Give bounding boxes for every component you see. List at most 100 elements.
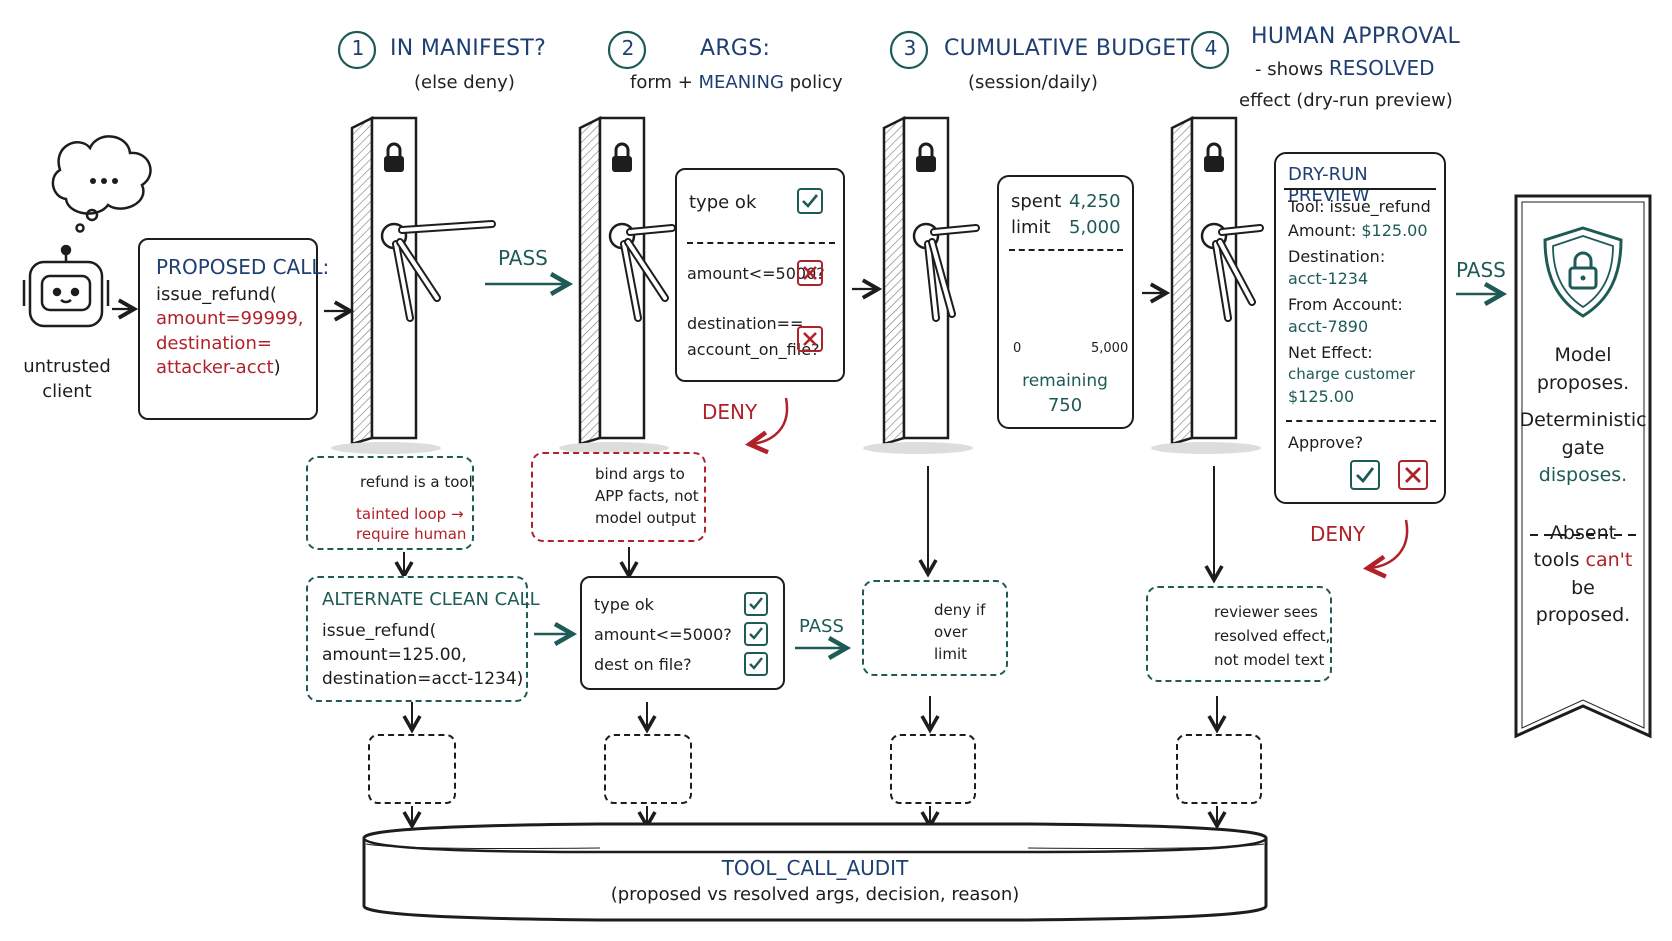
dry-run-amount-value: $125.00 (1361, 221, 1428, 240)
stage-2-subtitle: form + MEANING policy (630, 72, 843, 93)
stage-2-sub-suffix: policy (783, 72, 843, 93)
alternate-line2: amount=125.00, (322, 645, 467, 665)
shield-lock-icon (1543, 226, 1623, 318)
budget-limit-value: 5,000 (1069, 217, 1121, 238)
banner-line8: be (1571, 576, 1595, 599)
deny-over-line1: deny if (934, 601, 986, 619)
deny-label-2: DENY (1310, 522, 1366, 546)
dry-run-dest-label: Destination: (1288, 247, 1386, 266)
banner-line9: proposed. (1535, 604, 1631, 627)
stage-4-subtitle: effect (dry-run preview) (1239, 90, 1453, 111)
proposed-call-arg3-row: attacker-acct) (156, 356, 316, 380)
client-label-line1: untrusted (23, 356, 111, 377)
dry-run-approve: Approve? (1288, 433, 1364, 452)
stage-2-title: ARGS: (700, 36, 771, 61)
proposed-call-arg3: attacker-acct (156, 356, 274, 378)
stage-1-number: 1 (351, 36, 365, 60)
audit-cylinder (362, 822, 1268, 922)
clean-check-card: type ok amount<=5000? dest on file? (580, 576, 785, 690)
args-check-card: type ok amount<=5000? destination== acco… (675, 168, 845, 382)
banner-ribbon (1514, 194, 1652, 739)
stage-3-number: 3 (903, 36, 917, 60)
banner-text: Model proposes. Deterministic gate dispo… (1516, 342, 1650, 630)
audit-icon-box-4 (1176, 734, 1262, 804)
alternate-line1: issue_refund( (322, 621, 437, 641)
alternate-clean-call: ALTERNATE CLEAN CALL issue_refund( amoun… (306, 576, 540, 702)
budget-remaining-value: 750 (1047, 395, 1083, 416)
banner-line5: disposes. (1538, 464, 1628, 487)
alternate-title: ALTERNATE CLEAN CALL (322, 589, 540, 610)
budget-spent-value: 4,250 (1069, 191, 1121, 212)
gauge-max: 5,000 (1091, 341, 1129, 356)
proposed-call-arg1: amount=99999, (156, 308, 304, 330)
clean-row-amount: amount<=5000? (594, 625, 732, 644)
check-icon (744, 622, 768, 646)
clean-row-type: type ok (594, 595, 654, 614)
thought-dots (90, 178, 118, 184)
deny-over-line2: over (934, 623, 968, 641)
note-bind-line3: model output (595, 509, 696, 527)
proposed-call-card: PROPOSED CALL: issue_refund( amount=9999… (138, 238, 330, 420)
pass-label-2: PASS (1456, 258, 1506, 282)
audit-subtitle: (proposed vs resolved args, decision, re… (610, 884, 1020, 905)
deny-label-1: DENY (702, 400, 758, 424)
dry-run-net-label: Net Effect: (1288, 343, 1373, 362)
stage-4-title-line2: - shows RESOLVED (1255, 56, 1434, 80)
budget-card: spent 4,250 limit 5,000 0 5,000 remainin… (997, 175, 1134, 429)
args-row-type: type ok (689, 192, 757, 213)
client-label: untrusted client (22, 354, 112, 404)
dry-run-dest-value: acct-1234 (1288, 269, 1369, 288)
proposed-call-fn: issue_refund( (156, 284, 277, 305)
dry-run-amount-label: Amount: (1288, 221, 1357, 240)
pass-label-3: PASS (799, 616, 844, 637)
stage-3-title: CUMULATIVE BUDGET (944, 36, 1191, 61)
banner-line4: gate (1561, 436, 1605, 459)
note-reviewer: reviewer sees resolved effect, not model… (1146, 586, 1332, 682)
turnstile-gates (331, 115, 1264, 454)
gauge-min: 0 (1013, 341, 1022, 356)
banner-line7b: can't (1585, 549, 1633, 572)
stage-4-line2-prefix: - shows (1255, 59, 1329, 80)
dry-run-amount: Amount: $125.00 (1288, 220, 1428, 242)
deny-over-line3: limit (934, 645, 967, 663)
approve-reject-button[interactable] (1398, 460, 1428, 490)
stage-3-subtitle: (session/daily) (968, 72, 1098, 93)
stage-1-subtitle: (else deny) (414, 72, 515, 93)
args-row-amount: amount<=5000? (687, 264, 825, 283)
approve-check-button[interactable] (1350, 460, 1380, 490)
alternate-line3: destination=acct-1234) (322, 669, 524, 689)
args-row-dest-b: account_on_file? (687, 340, 820, 359)
dry-run-net-value2: $125.00 (1288, 387, 1355, 406)
audit-title: TOOL_CALL_AUDIT (721, 856, 909, 880)
note-refund: refund is a tool tainted loop → require … (306, 456, 474, 550)
audit-icon-box-1 (368, 734, 456, 804)
budget-spent-label: spent (1011, 191, 1062, 212)
pass-label-1: PASS (498, 246, 548, 270)
x-icon (797, 260, 823, 286)
note-refund-line3: require human (356, 525, 467, 543)
note-bind-line1: bind args to (595, 465, 685, 483)
dry-run-from-label: From Account: (1288, 295, 1403, 314)
dry-run-preview-card: DRY-RUN PREVIEW Tool: issue_refund Amoun… (1274, 152, 1446, 504)
audit-icon-box-2 (604, 734, 692, 804)
proposed-call-close: ) (273, 356, 281, 378)
check-icon (744, 652, 768, 676)
stage-number-circles (337, 30, 1230, 70)
check-icon (797, 188, 823, 214)
proposed-call-title: PROPOSED CALL: (156, 255, 330, 279)
budget-limit-label: limit (1011, 217, 1051, 238)
audit-icon-box-3 (890, 734, 976, 804)
note-refund-line1: refund is a tool (360, 473, 473, 491)
stage-2-sub-blue: MEANING (698, 72, 784, 93)
clean-row-dest: dest on file? (594, 655, 692, 674)
proposed-call-arg2: destination= (156, 332, 272, 354)
check-icon (744, 592, 768, 616)
dry-run-net-value1: charge customer (1288, 365, 1416, 383)
client-label-line2: client (42, 381, 92, 403)
banner-line7: tools can't (1516, 547, 1650, 575)
banner-line6: Absent (1549, 521, 1617, 544)
stage-1-title: IN MANIFEST? (390, 36, 547, 61)
note-bind-line2: APP facts, not (595, 487, 699, 505)
stage-4-number: 4 (1204, 36, 1218, 60)
note-bind-args: bind args to APP facts, not model output (531, 452, 706, 542)
